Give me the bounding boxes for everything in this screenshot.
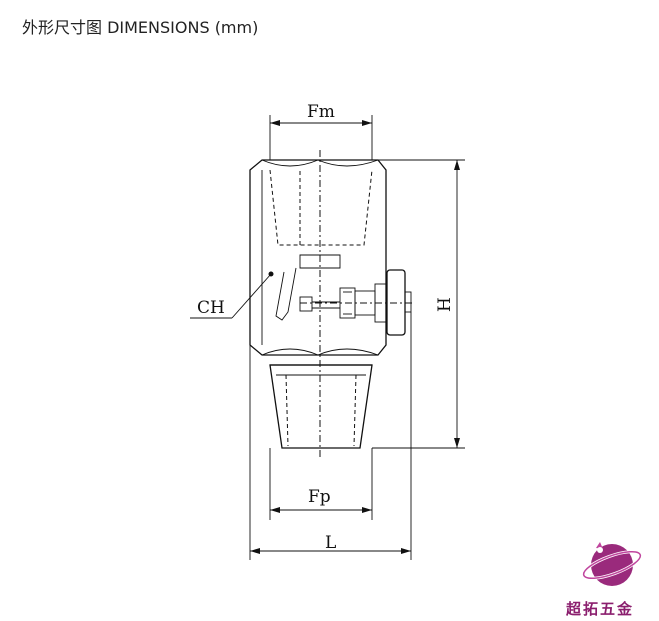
fm-dimension: Fm <box>269 102 373 160</box>
page-title: 外形尺寸图 DIMENSIONS (mm) <box>22 18 259 37</box>
ch-leader: CH <box>190 271 274 319</box>
globe-logo-icon <box>582 542 642 586</box>
brand-name: 超拓五金 <box>566 600 635 618</box>
l-dimension: L <box>249 312 412 560</box>
male-thread <box>269 364 373 449</box>
h-label: H <box>435 297 455 312</box>
fp-label: Fp <box>308 487 331 507</box>
fp-dimension: Fp <box>269 448 373 520</box>
h-dimension: H <box>372 159 465 449</box>
ch-label: CH <box>197 298 225 318</box>
l-label: L <box>325 533 336 553</box>
valve-body <box>249 159 387 356</box>
fm-label: Fm <box>307 102 335 122</box>
